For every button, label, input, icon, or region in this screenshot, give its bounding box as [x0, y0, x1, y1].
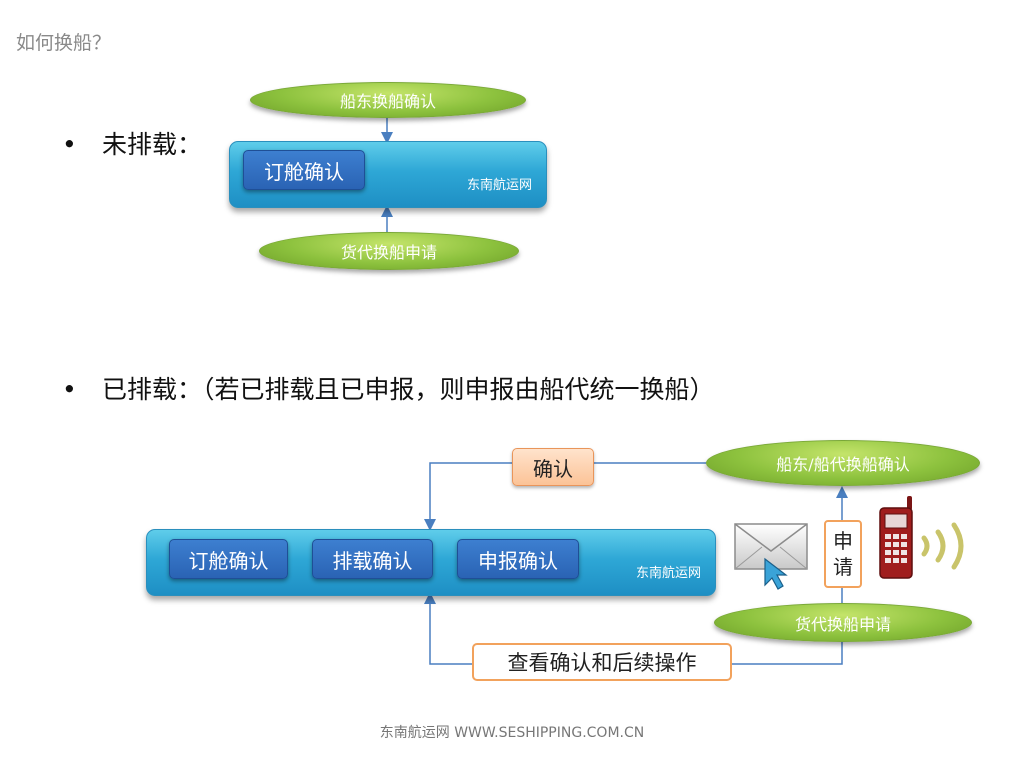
forwarder-apply-ellipse-2: 货代换船申请 — [714, 603, 972, 642]
platform-panel-1: 订舱确认 东南航运网 — [229, 141, 547, 208]
followup-box: 查看确认和后续操作 — [472, 643, 732, 681]
booking-confirm-chip[interactable]: 订舱确认 — [243, 150, 365, 190]
connector-followup-right — [730, 640, 843, 665]
bullet-label: 未排载： — [102, 130, 203, 159]
mobile-phone-icon — [879, 496, 913, 579]
bullet-loaded: • 已排载：（若已排载且已申报，则申报由船代统一换船） — [62, 370, 715, 406]
envelope-icon — [734, 523, 808, 590]
panel-brand: 东南航运网 — [635, 566, 701, 581]
apply-char-1: 申 — [833, 529, 853, 553]
footer: 东南航运网 WWW.SESHIPPING.COM.CN — [379, 725, 645, 741]
cursor-icon — [764, 557, 788, 590]
declaration-confirm-chip[interactable]: 申报确认 — [457, 539, 579, 579]
bullet-dot: • — [62, 130, 77, 159]
bullet-dot: • — [62, 375, 77, 404]
bullet-label: 已排载：（若已排载且已申报，则申报由船代统一换船） — [102, 375, 715, 404]
forwarder-apply-ellipse: 货代换船申请 — [259, 232, 519, 270]
shipowner-agent-confirm-ellipse: 船东/船代换船确认 — [706, 440, 980, 486]
signal-waves-icon — [921, 522, 964, 570]
loading-confirm-chip[interactable]: 排载确认 — [312, 539, 433, 579]
booking-confirm-chip[interactable]: 订舱确认 — [169, 539, 288, 579]
connector-followup-left — [424, 592, 472, 665]
bullet-unloaded: • 未排载： — [62, 125, 202, 161]
connector-confirm-to-panel — [424, 462, 512, 531]
slide-title: 如何换船？ — [16, 32, 112, 54]
confirm-box: 确认 — [512, 448, 594, 486]
apply-box: 申 请 — [824, 520, 862, 588]
shipowner-confirm-ellipse: 船东换船确认 — [250, 82, 526, 118]
platform-panel-2: 订舱确认 排载确认 申报确认 东南航运网 — [146, 529, 716, 596]
panel-brand: 东南航运网 — [466, 178, 532, 193]
apply-char-2: 请 — [833, 555, 853, 579]
